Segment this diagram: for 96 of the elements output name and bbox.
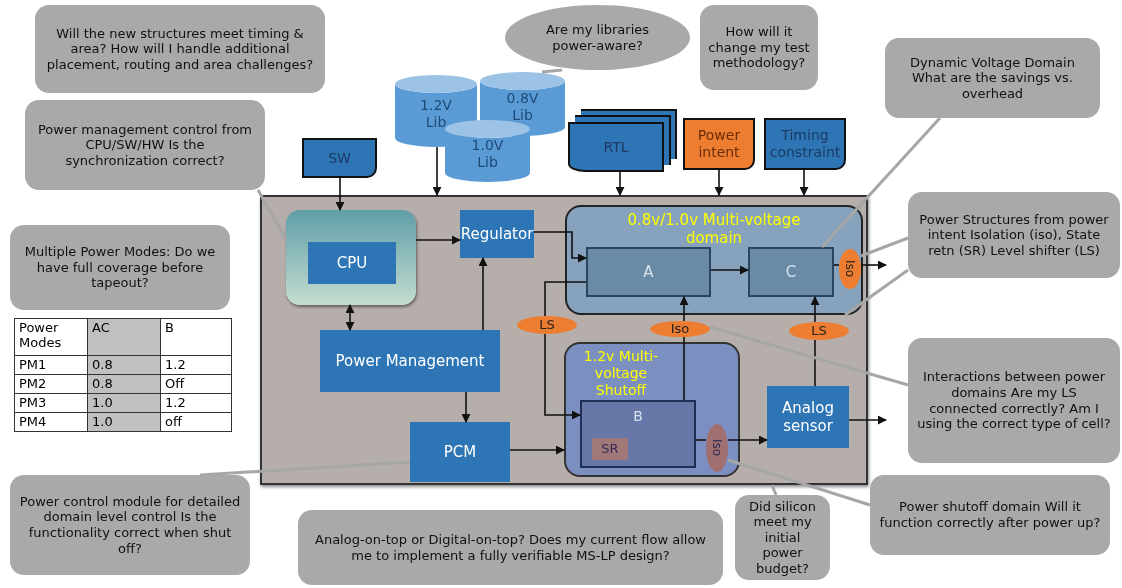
speech-bubble [870,475,1110,555]
block-label: CPU [336,254,368,272]
voltage-domain [565,205,863,315]
block-label: Regulator [460,225,534,243]
logic-block [580,400,696,468]
processor-panel [286,210,416,305]
speech-bubble [735,495,830,580]
leader-line [844,268,909,317]
block-box [460,210,534,258]
arrow [544,333,581,420]
speech-bubble [25,100,265,190]
speech-bubble [908,338,1120,463]
arrow [714,169,724,196]
document-box [683,118,755,170]
speech-bubble [885,38,1100,118]
document-box [302,138,377,178]
question-text: Multiple Power Modes: Do we have full coverage before tapeout? [23,244,217,291]
logic-block [586,247,711,297]
leader-line [256,189,288,241]
block-label: Iso [670,321,690,337]
chip-outline [260,195,868,485]
power-cell-ellipse [789,322,849,340]
block-label: 1.0V Lib [470,137,505,171]
leader-line [199,460,411,477]
block-label: Iso [709,439,725,457]
leader-line [820,117,942,248]
arrow [509,445,565,455]
leader-line [541,68,563,74]
arrow [679,296,689,322]
power-cell-ellipse [517,316,577,334]
block-box [767,386,849,448]
shutoff-domain [564,342,740,477]
block-label: SW [328,149,351,167]
retention-cell [592,438,628,460]
arrow [432,146,442,196]
arrow [615,171,625,196]
table-cell: B [160,318,232,356]
question-text: Power Structures from power intent Isolation (iso), State retn (SR) Level shifter (LS) [918,211,1110,259]
question-text: Analog-on-top or Digital-on-top? Does my current flow allow me to implement a fully verifiable MS-LP design? [314,531,707,564]
block-label: Iso [842,260,858,278]
arrow [335,177,345,211]
speech-bubble [908,192,1120,278]
speech-bubble [10,225,230,310]
table-cell: Power Modes [14,318,88,356]
speech-bubble [10,475,250,575]
block-label: C [785,263,797,281]
power-cell-ellipse [706,424,728,472]
arrow [415,235,461,245]
block-label: PCM [443,443,477,461]
block-label: LS [811,323,827,339]
arrow [727,435,768,445]
question-text: Power management control from CPU/SW/HW Is the synchronization correct? [36,121,254,169]
question-text: Power control module for detailed domain level control Is the functionality correct when shut off? [18,493,242,557]
question-text: Dynamic Voltage Domain What are the savings vs. overhead [909,54,1076,102]
leader-line [860,236,909,258]
arrow [860,260,887,270]
block-label: Power Management [335,352,485,370]
document-box [764,118,846,170]
question-text: Will the new structures meet timing & area? How will I handle additional placement, routing and area challenges? [45,25,315,73]
speech-bubble [35,5,325,93]
block-label: 0.8v/1.0v Multi-voltage domain [626,211,802,247]
question-text: Power shutoff domain Will it function correctly after power up? [878,499,1102,531]
speech-bubble [700,5,818,90]
block-label: Analog sensor [781,399,835,435]
arrow [345,304,355,331]
arrow [461,391,471,423]
block-label: A [643,263,654,281]
power-cell-ellipse [650,321,710,337]
arrow [848,415,887,425]
block-label: Timing constraint [768,127,842,161]
arrow [533,231,587,263]
block-label: B [633,408,643,425]
question-text: How will it change my test methodology? [708,24,810,71]
logic-block [748,247,834,297]
table-cell: AC [87,318,161,356]
power-cell-ellipse [839,249,861,289]
question-text: Interactions between power domains Are my LS connected correctly? Am I using the correct type of cell? [916,369,1112,432]
speech-bubble [298,510,723,585]
block-label: 1.2v Multi-voltage Shutoff [582,348,660,399]
block-box [320,330,500,392]
block-label: LS [539,317,555,333]
block-label: RTL [603,138,629,156]
block-box [410,422,510,482]
arrow [710,265,749,275]
block-label: 0.8V Lib [505,90,540,124]
arrow [799,169,809,196]
leader-line [770,484,778,496]
block-box [308,242,396,284]
arrow [478,257,488,331]
leader-line [727,458,871,507]
question-text: Did silicon meet my initial power budget? [748,498,817,577]
question-text: Are my libraries power-aware? [544,21,651,54]
block-label: Power intent [696,127,742,161]
block-label: SR [601,441,619,457]
block-label: 1.2V Lib [419,97,453,131]
arrow [810,296,820,323]
